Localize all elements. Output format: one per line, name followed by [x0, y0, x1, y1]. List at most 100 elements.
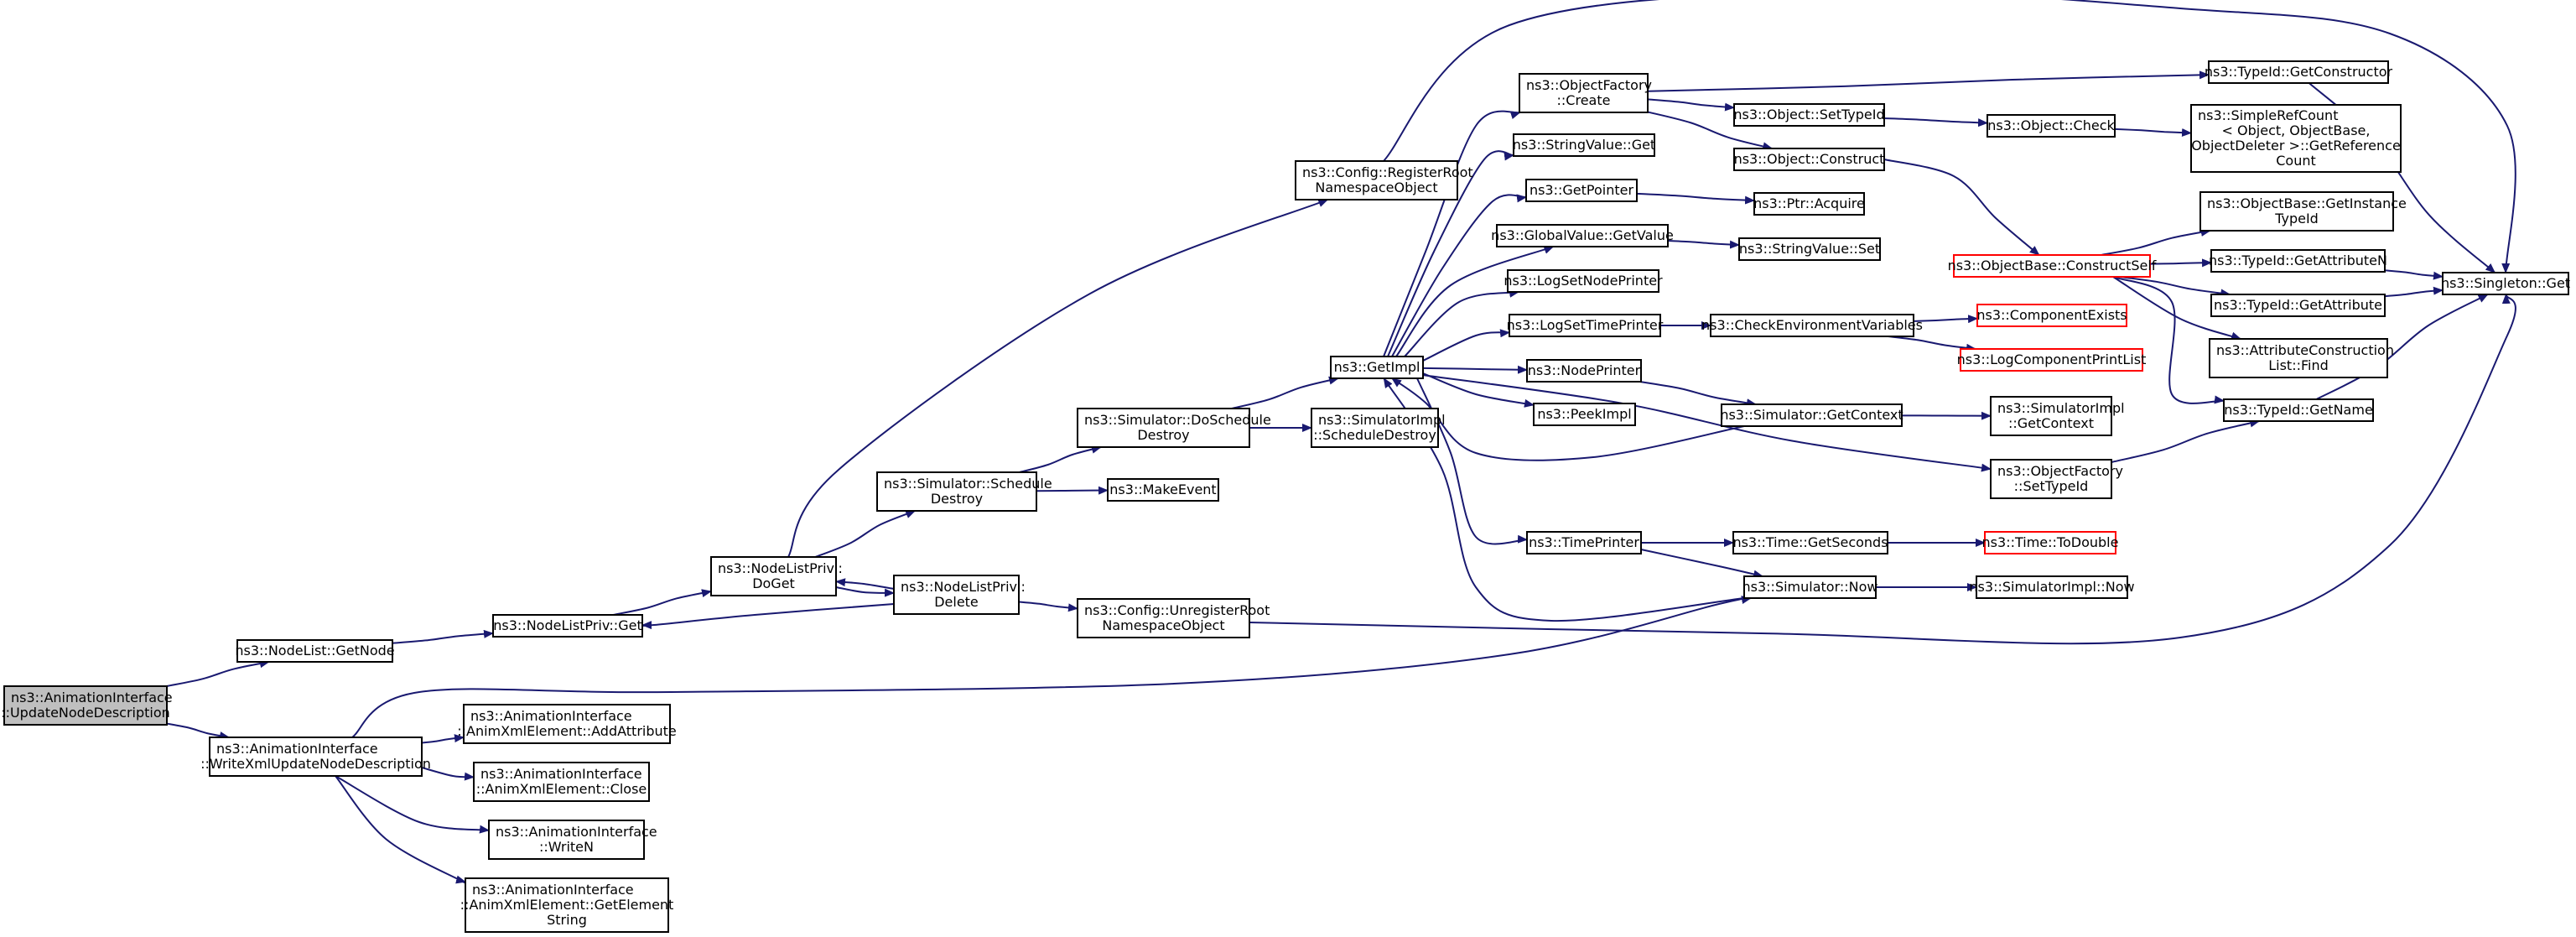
node-box [1330, 356, 1424, 379]
edge-obj_settypeid-to-obj_check [1883, 117, 1988, 128]
node-box [1984, 531, 2116, 554]
edge-obj_check-to-simplerefcount [2114, 128, 2192, 137]
node-box [2190, 104, 2402, 173]
node-box [236, 639, 393, 663]
edge-typeid_getattrn-to-singleton_get [2384, 269, 2444, 280]
node-label-line: ns3::Config::RegisterRoot [1302, 164, 1473, 180]
edge-nlp_doget-to-cfg_register [787, 199, 1329, 558]
node-ptr_acquire[interactable]: ns3::Ptr::Acquire [1753, 192, 1865, 216]
node-nlp_doget[interactable]: ns3::NodeListPriv::DoGet [710, 556, 843, 596]
node-label-line: ns3::SimpleRefCount [2198, 107, 2338, 123]
edge-ob_constructself-to-typeid_getattrn [2149, 258, 2212, 268]
edge-getimpl-to-getpointer [1391, 194, 1527, 357]
edge-getimpl-to-sv_get [1387, 150, 1514, 357]
node-label-line: ns3::NodePrinter [1528, 362, 1641, 378]
node-simimpl_getcontext[interactable]: ns3::SimulatorImpl::GetContext [1990, 396, 2125, 436]
node-checkenv[interactable]: ns3::CheckEnvironmentVariables [1701, 314, 1923, 337]
node-sim_now[interactable]: ns3::Simulator::Now [1742, 575, 1878, 599]
node-obj_check[interactable]: ns3::Object::Check [1987, 114, 2116, 138]
node-singleton_get[interactable]: ns3::Singleton::Get [2441, 272, 2570, 295]
node-time_getseconds[interactable]: ns3::Time::GetSeconds [1732, 531, 1888, 554]
node-logsettime[interactable]: ns3::LogSetTimePrinter [1507, 314, 1664, 337]
node-box [1990, 396, 2112, 436]
node-box [488, 820, 645, 860]
node-sv_get[interactable]: ns3::StringValue::Get [1513, 133, 1655, 157]
node-label-line: ns3::NodeList::GetNode [235, 643, 394, 659]
node-sim_getcontext[interactable]: ns3::Simulator::GetContext [1720, 403, 1903, 427]
edge-writexml-to-getelem [335, 775, 470, 886]
node-componentexists[interactable]: ns3::ComponentExists [1976, 304, 2127, 327]
node-label-line: ns3::GetImpl [1334, 359, 1420, 375]
node-time_todouble[interactable]: ns3::Time::ToDouble [1982, 531, 2119, 554]
node-cfg_unregister[interactable]: ns3::Config::UnregisterRootNamespaceObje… [1077, 598, 1270, 638]
edge-sim_sched-to-sim_dosched [1019, 445, 1102, 473]
node-label-line: ns3::StringValue::Set [1739, 241, 1880, 257]
node-root[interactable]: ns3::AnimationInterface::UpdateNodeDescr… [1, 685, 173, 726]
node-sv_set[interactable]: ns3::StringValue::Set [1738, 237, 1881, 261]
edge-root-to-writexml [166, 722, 230, 740]
node-nodeprinter[interactable]: ns3::NodePrinter [1526, 359, 1642, 383]
node-box [710, 556, 837, 596]
node-getimpl[interactable]: ns3::GetImpl [1330, 356, 1424, 379]
node-label-line: ns3::ObjectFactory [1997, 463, 2123, 479]
node-gv_getvalue[interactable]: ns3::GlobalValue::GetValue [1491, 224, 1674, 247]
node-box [1738, 237, 1881, 261]
node-of_settypeid[interactable]: ns3::ObjectFactory::SetTypeId [1990, 459, 2123, 499]
edge-getimpl-to-peekimpl [1422, 372, 1535, 408]
node-nlp_get[interactable]: ns3::NodeListPriv::Get [492, 614, 643, 638]
node-nl_getnode[interactable]: ns3::NodeList::GetNode [235, 639, 395, 663]
node-simimpl_sched[interactable]: ns3::SimulatorImpl::ScheduleDestroy [1311, 408, 1446, 448]
node-label-line: DoGet [752, 575, 795, 591]
node-label-line: ns3::AnimationInterface [216, 741, 378, 757]
node-timeprinter[interactable]: ns3::TimePrinter [1526, 531, 1642, 554]
node-typeid_getattr[interactable]: ns3::TypeId::GetAttribute [2210, 294, 2386, 317]
node-sim_sched[interactable]: ns3::Simulator::ScheduleDestroy [876, 471, 1052, 512]
node-box [893, 575, 1020, 615]
node-getelem[interactable]: ns3::AnimationInterface::AnimXmlElement:… [460, 877, 674, 933]
node-getpointer[interactable]: ns3::GetPointer [1525, 179, 1638, 202]
edge-checkenv-to-logcomponentprint [1888, 336, 1976, 352]
node-label-line: Count [2276, 153, 2316, 169]
node-peekimpl[interactable]: ns3::PeekImpl [1533, 403, 1636, 426]
node-label-line: ns3::AnimationInterface [496, 824, 657, 840]
node-box [1953, 254, 2151, 278]
node-label-line: ns3::Object::Check [1987, 117, 2115, 133]
node-box [2208, 60, 2389, 84]
node-simplerefcount[interactable]: ns3::SimpleRefCount< Object, ObjectBase,… [2190, 104, 2402, 173]
node-obj_settypeid[interactable]: ns3::Object::SetTypeId [1733, 103, 1885, 127]
node-typeid_getctor[interactable]: ns3::TypeId::GetConstructor [2205, 60, 2393, 84]
edge-getimpl-to-timeprinter [1416, 377, 1528, 545]
node-box [2210, 294, 2386, 317]
node-label-line: ns3::AttributeConstruction [2216, 342, 2394, 358]
node-writen[interactable]: ns3::AnimationInterface::WriteN [488, 820, 657, 860]
node-box [1526, 531, 1642, 554]
node-obj_construct[interactable]: ns3::Object::Construct [1733, 148, 1885, 171]
node-nlp_delete[interactable]: ns3::NodeListPriv::Delete [893, 575, 1026, 615]
node-label-line: ns3::ObjectBase::GetInstance [2207, 195, 2407, 211]
node-of_create[interactable]: ns3::ObjectFactory::Create [1519, 73, 1652, 113]
node-box [2199, 191, 2394, 232]
node-label-line: Delete [934, 594, 979, 610]
edge-nl_getnode-to-nlp_get [392, 629, 494, 644]
node-addattr[interactable]: ns3::AnimationInterface::AnimXmlElement:… [457, 704, 677, 744]
node-makeevent[interactable]: ns3::MakeEvent [1107, 478, 1219, 502]
node-ob_constructself[interactable]: ns3::ObjectBase::ConstructSelf [1948, 254, 2157, 278]
node-writexml[interactable]: ns3::AnimationInterface::WriteXmlUpdateN… [200, 737, 431, 777]
node-simimpl_now[interactable]: ns3::SimulatorImpl::Now [1969, 575, 2135, 599]
node-close[interactable]: ns3::AnimationInterface::AnimXmlElement:… [473, 762, 650, 802]
node-typeid_getattrn[interactable]: ns3::TypeId::GetAttributeN [2209, 249, 2387, 273]
edge-nlp_doget-to-sim_sched [814, 510, 917, 558]
node-label-line: ObjectDeleter >::GetReference [2191, 138, 2401, 154]
node-label-line: ::WriteXmlUpdateNodeDescription [200, 756, 431, 772]
node-typeid_getname[interactable]: ns3::TypeId::GetName [2223, 398, 2374, 422]
node-box [1743, 575, 1877, 599]
node-label-line: ns3::LogSetNodePrinter [1504, 273, 1663, 289]
node-label-line: ::Create [1557, 92, 1611, 108]
node-logcomponentprint[interactable]: ns3::LogComponentPrintList [1957, 348, 2147, 372]
node-logsetnode[interactable]: ns3::LogSetNodePrinter [1504, 269, 1663, 293]
node-label-line: ns3::NodeListPriv:: [901, 579, 1026, 595]
